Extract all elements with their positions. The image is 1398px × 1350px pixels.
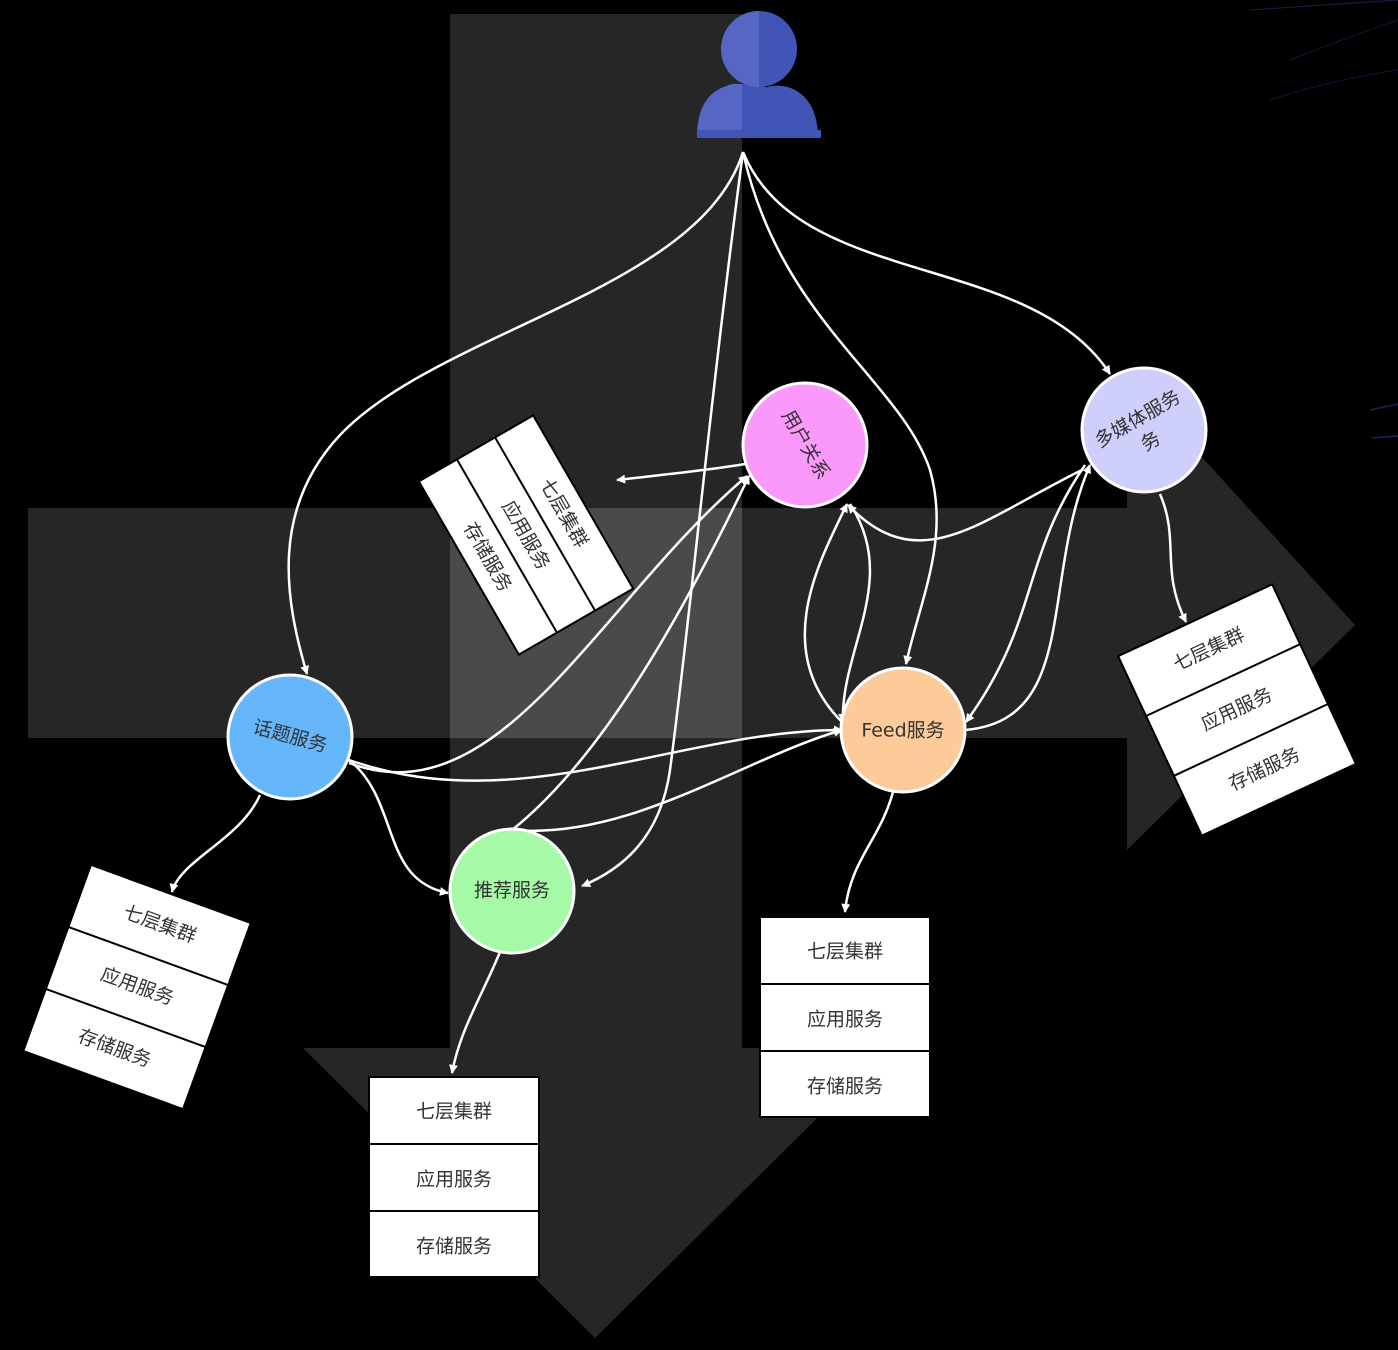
stack-recommend: 七层集群 应用服务 存储服务 (368, 1076, 540, 1278)
edge-user-to-feed (741, 151, 938, 665)
stack-topic: 七层集群 应用服务 存储服务 (21, 863, 253, 1111)
edge-topic-to-recommend (348, 759, 449, 896)
edge-relation-to-stack (616, 462, 746, 484)
corner-texture (1249, 0, 1398, 439)
edge-media-to-media-stack (1158, 493, 1188, 623)
feed-stack-layer-1: 七层集群 (807, 941, 883, 963)
feed-stack-layer-2: 应用服务 (807, 1009, 883, 1031)
node-feed-service: Feed服务 (839, 666, 967, 794)
edge-feed-to-relation (803, 503, 849, 723)
recommend-stack-layer-3: 存储服务 (416, 1236, 492, 1258)
edge-topic-to-topic-stack (169, 794, 262, 893)
recommend-stack-layer-2: 应用服务 (416, 1169, 492, 1191)
node-recommend-service: 推荐服务 (448, 827, 576, 955)
stack-feed: 七层集群 应用服务 存储服务 (759, 916, 931, 1118)
edge-topic-to-feed (348, 725, 843, 782)
edges (169, 151, 1188, 1074)
edge-recommend-to-relation (511, 475, 751, 831)
edge-media-to-feed (964, 464, 1087, 723)
recommend-stack-layer-1: 七层集群 (416, 1101, 492, 1123)
stack-media: 七层集群 应用服务 存储服务 (1116, 583, 1358, 837)
recommend-service-label: 推荐服务 (474, 880, 550, 902)
edge-feed-to-feed-stack (841, 791, 895, 913)
user-icon (697, 11, 821, 138)
node-topic-service: 话题服务 (226, 673, 354, 801)
edge-recommend-to-feed (511, 727, 843, 833)
edge-relation-to-feed (838, 503, 872, 723)
feed-stack-layer-3: 存储服务 (807, 1076, 883, 1098)
edge-recommend-to-recommend-stack (449, 951, 502, 1074)
edge-user-to-recommend (581, 151, 745, 888)
edge-media-to-relation (847, 468, 1083, 542)
edge-feed-to-media (964, 464, 1092, 732)
edge-user-to-topic (287, 151, 745, 675)
edge-topic-to-relation (348, 475, 748, 774)
edge-user-to-media (741, 151, 1112, 375)
feed-service-label: Feed服务 (861, 720, 944, 742)
node-relation-service: 用户关系 (741, 381, 869, 509)
node-media-service: 多媒体服务 务 (1080, 366, 1208, 494)
